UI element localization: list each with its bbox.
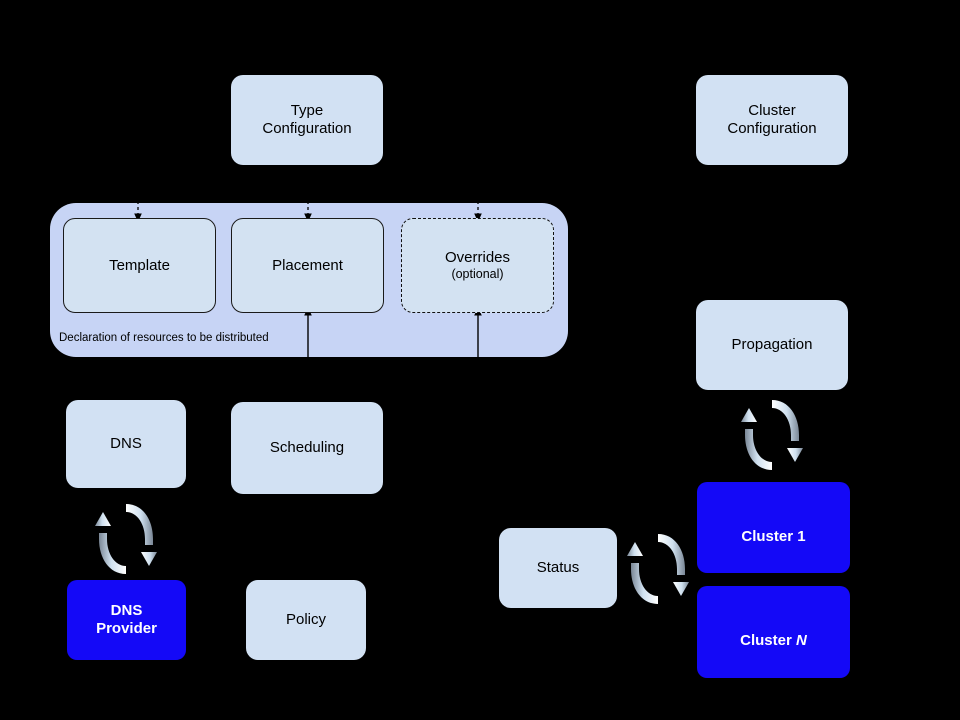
node-placement-label: Placement	[272, 256, 343, 274]
connector-typeconfig-to-overrides	[469, 195, 487, 223]
node-cluster-n[interactable]: Cluster N	[697, 586, 850, 678]
node-overrides-label: Overrides	[444, 249, 511, 267]
node-template[interactable]: Template	[63, 218, 216, 313]
node-cluster-n-label-prefix: Cluster	[740, 632, 796, 649]
node-dns[interactable]: DNS	[66, 400, 186, 488]
node-dns-label: DNS	[110, 435, 142, 453]
node-scheduling-label: Scheduling	[269, 439, 345, 457]
node-policy-label: Policy	[285, 611, 326, 629]
panel-caption: Declaration of resources to be distribut…	[59, 332, 269, 344]
node-scheduling[interactable]: Scheduling	[231, 402, 383, 494]
node-status-label: Status	[536, 559, 580, 577]
node-overrides-sublabel: (optional)	[451, 266, 504, 281]
node-placement[interactable]: Placement	[231, 218, 384, 313]
node-policy[interactable]: Policy	[246, 580, 366, 660]
node-cluster-configuration[interactable]: Cluster Configuration	[696, 75, 848, 165]
node-cluster-n-label-suffix: N	[796, 632, 807, 649]
node-cluster-1[interactable]: Cluster 1	[697, 482, 850, 573]
sync-arrows-icon-status	[625, 530, 691, 608]
node-type-configuration[interactable]: Type Configuration	[231, 75, 383, 165]
node-status[interactable]: Status	[499, 528, 617, 608]
sync-arrows-icon-dns	[93, 500, 159, 578]
node-cluster-1-label-suffix: 1	[797, 527, 806, 545]
node-cluster-1-label-prefix: Cluster	[741, 527, 798, 545]
connector-policy-to-overrides	[469, 306, 487, 358]
node-template-label: Template	[109, 256, 170, 274]
connector-typeconfig-to-placement	[299, 195, 317, 223]
sync-arrows-icon-propagation	[739, 396, 805, 474]
node-dns-provider[interactable]: DNS Provider	[67, 580, 186, 660]
node-dns-provider-label: DNS Provider	[96, 602, 157, 637]
connector-typeconfig-to-template	[129, 195, 147, 223]
node-propagation-label: Propagation	[731, 336, 813, 354]
node-overrides[interactable]: Overrides (optional)	[401, 218, 554, 313]
node-propagation[interactable]: Propagation	[696, 300, 848, 390]
node-type-configuration-label: Type Configuration	[262, 102, 352, 137]
connector-scheduling-to-placement	[299, 306, 317, 358]
node-cluster-configuration-label: Cluster Configuration	[727, 102, 817, 137]
